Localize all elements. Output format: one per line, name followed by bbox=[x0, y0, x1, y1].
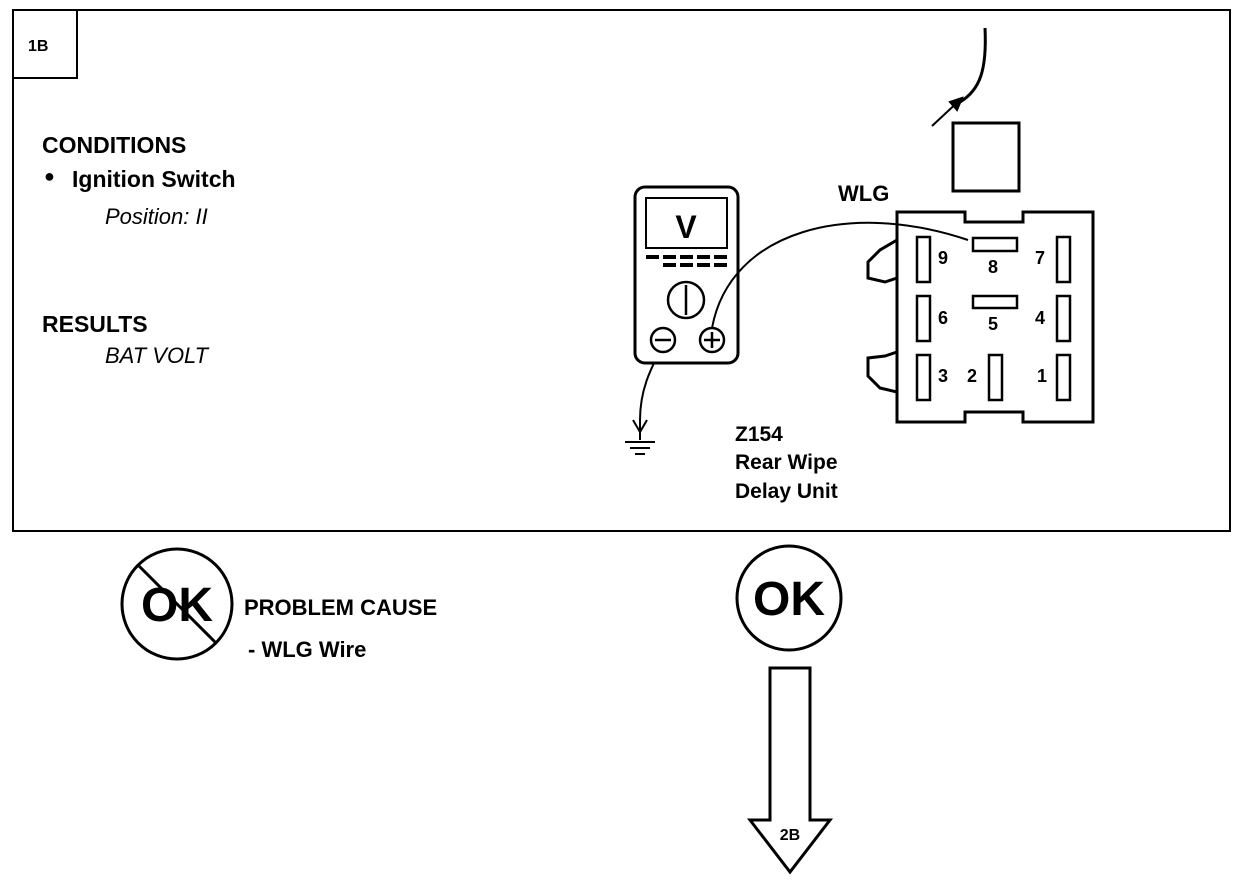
pin-label: 1 bbox=[1037, 366, 1047, 386]
ok-badge-text: OK bbox=[753, 573, 825, 626]
arrow-icon bbox=[931, 96, 964, 127]
not-ok-icon: OK bbox=[120, 547, 234, 661]
pin-labels: 9 8 7 6 5 4 3 2 1 bbox=[938, 248, 1047, 386]
plus-icon bbox=[698, 326, 726, 354]
meter-display bbox=[645, 197, 728, 249]
conditions-item: Ignition Switch bbox=[72, 166, 236, 192]
component-name-line2: Delay Unit bbox=[735, 480, 838, 503]
component-name-line1: Rear Wipe bbox=[735, 451, 838, 474]
meter-display-text: V bbox=[675, 209, 697, 245]
conditions-heading: CONDITIONS bbox=[42, 132, 187, 158]
conditions-bullet: ● bbox=[44, 166, 55, 186]
pin-label: 7 bbox=[1035, 248, 1045, 268]
pin-label: 4 bbox=[1035, 308, 1045, 328]
results-heading: RESULTS bbox=[42, 311, 148, 337]
next-step-arrow[interactable]: 2B bbox=[746, 666, 834, 875]
next-step-label[interactable]: 2B bbox=[780, 827, 800, 844]
test-panel bbox=[12, 9, 1231, 532]
component-code: Z154 bbox=[735, 423, 783, 446]
pin-8 bbox=[971, 236, 1019, 253]
pin-2 bbox=[987, 353, 1004, 402]
pin-4 bbox=[1055, 294, 1072, 343]
pin-label: 8 bbox=[988, 257, 998, 277]
step-tab bbox=[12, 9, 78, 79]
pin-7 bbox=[1055, 235, 1072, 284]
pin-label: 9 bbox=[938, 248, 948, 268]
step-id: 1B bbox=[28, 38, 49, 55]
pin-label: 6 bbox=[938, 308, 948, 328]
pin-1 bbox=[1055, 353, 1072, 402]
minus-icon bbox=[649, 326, 677, 354]
pin-label: 5 bbox=[988, 314, 998, 334]
multimeter: V bbox=[633, 185, 740, 365]
meter-keypad bbox=[646, 255, 727, 267]
probe-wire bbox=[711, 221, 969, 329]
delay-unit bbox=[866, 210, 1095, 424]
results-value: BAT VOLT bbox=[105, 343, 209, 368]
pin-9 bbox=[915, 235, 932, 284]
meter-dial-icon bbox=[666, 280, 706, 320]
conditions-detail: Position: II bbox=[105, 204, 208, 229]
problem-cause-item: - WLG Wire bbox=[248, 637, 367, 662]
pin-label: 3 bbox=[938, 366, 948, 386]
connector-pins bbox=[915, 235, 1072, 402]
ground-icon bbox=[625, 441, 655, 455]
pin-3 bbox=[915, 353, 932, 402]
problem-cause-heading: PROBLEM CAUSE bbox=[244, 595, 438, 620]
pin-label: 2 bbox=[967, 366, 977, 386]
harness-connector bbox=[951, 27, 1021, 193]
pin-5 bbox=[971, 294, 1019, 310]
pin-6 bbox=[915, 294, 932, 343]
ok-icon: OK bbox=[735, 544, 843, 652]
wire-label: WLG bbox=[838, 181, 889, 206]
